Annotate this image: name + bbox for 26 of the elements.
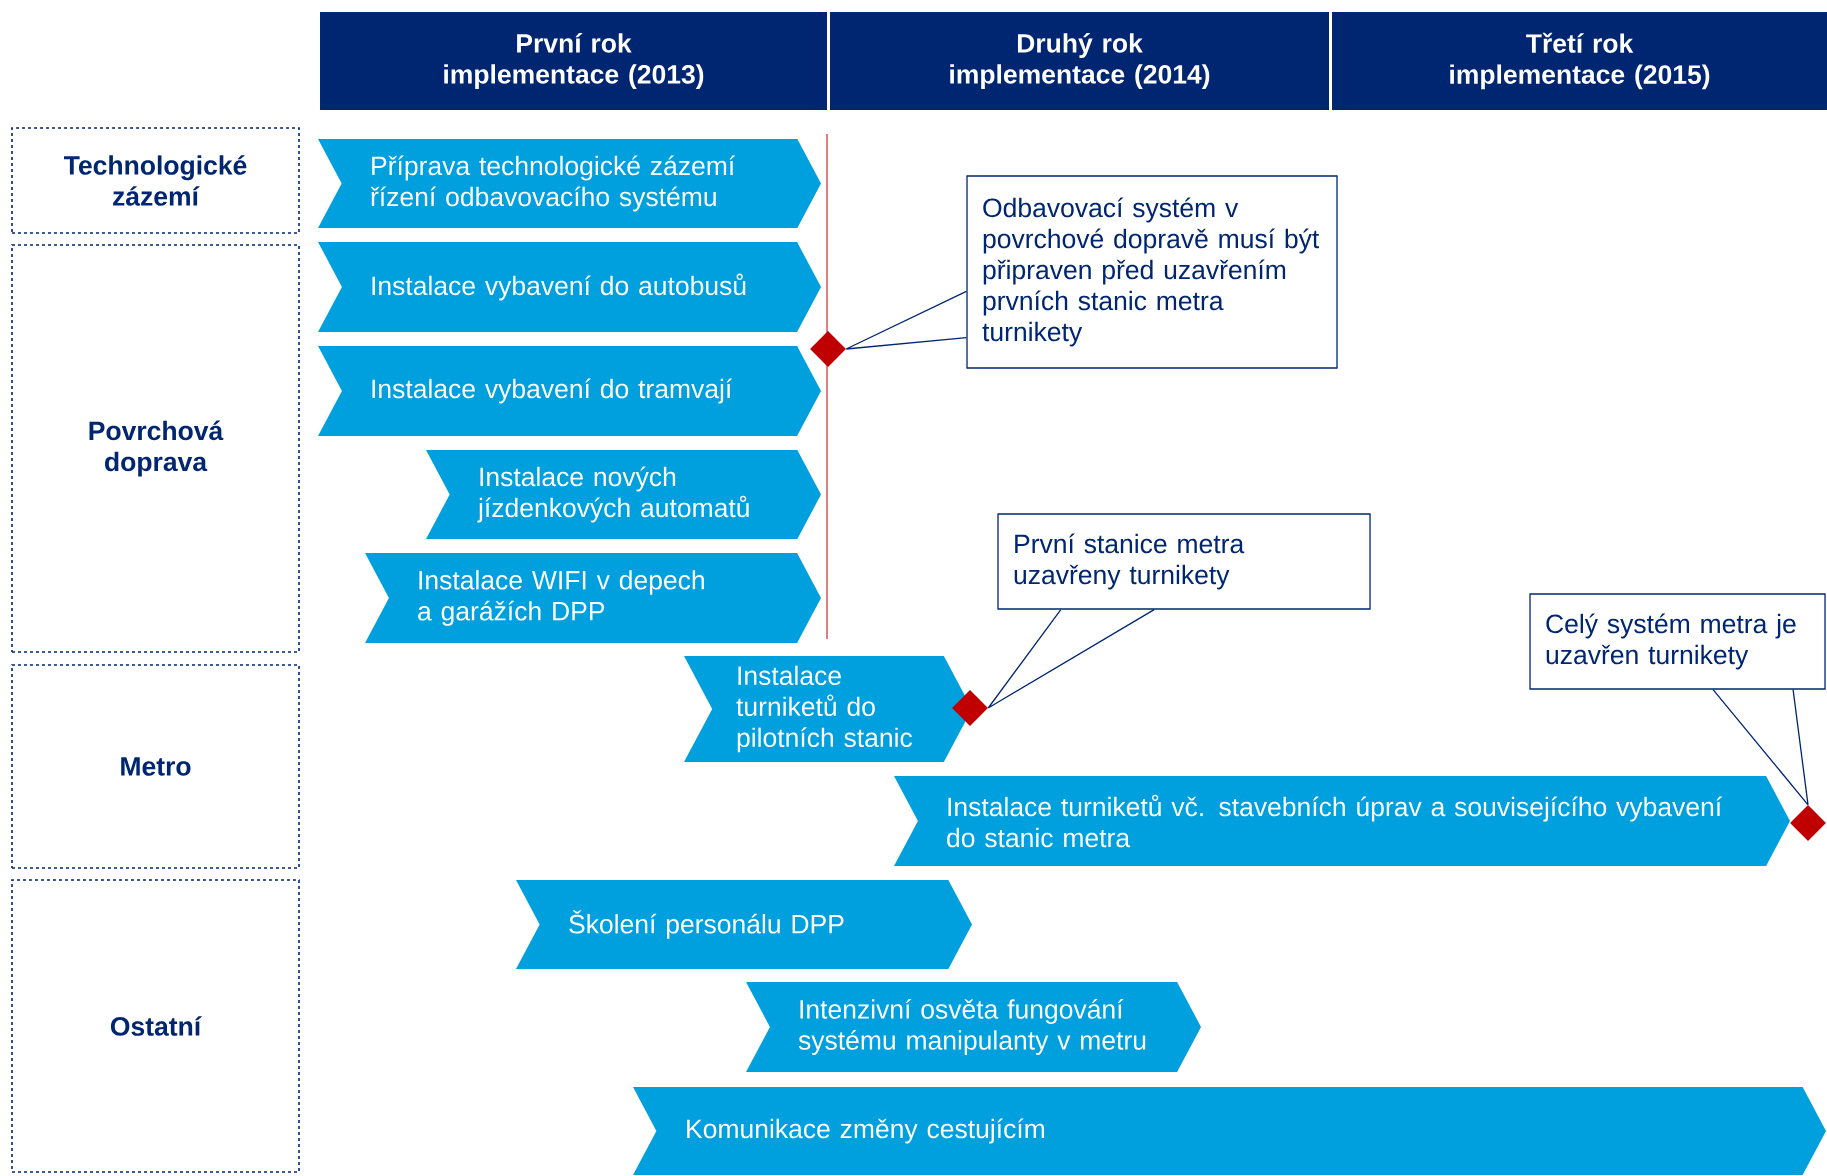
chevron-bar: Instalace turniketů do pilotních stanic — [684, 656, 972, 762]
chevron-bar: Komunikace změny cestujícím — [633, 1087, 1826, 1175]
category-box: Ostatní — [11, 879, 300, 1173]
chevron-bar: Instalace turniketů vč. stavebních úprav a souvisejícího vybavení do stanic metra — [894, 776, 1790, 866]
callout-box: První stanice metra uzavřeny turnikety — [997, 513, 1371, 610]
year-header: Druhý rok implementace (2014) — [830, 12, 1329, 110]
category-box: Technologické zázemí — [11, 127, 300, 234]
chevron-bar: Školení personálu DPP — [516, 880, 972, 969]
category-box: Metro — [11, 664, 300, 869]
chevron-bar: Instalace vybavení do tramvají — [318, 346, 821, 436]
chevron-bar: Instalace WIFI v depech a garážích DPP — [365, 553, 821, 643]
milestone-diamond — [952, 690, 988, 726]
milestone-diamond — [810, 331, 846, 367]
year-header: První rok implementace (2013) — [320, 12, 827, 110]
category-box: Povrchová doprava — [11, 244, 300, 653]
callout-pointer — [987, 609, 1155, 709]
chevron-bar: Instalace nových jízdenkových automatů — [426, 450, 821, 539]
callout-box: Celý systém metra je uzavřen turnikety — [1529, 593, 1826, 690]
callout-box: Odbavovací systém v povrchové dopravě musí být připraven před uzavřením prvních stanic metra turnikety — [966, 175, 1338, 369]
year-header: Třetí rok implementace (2015) — [1332, 12, 1827, 110]
chevron-bar: Intenzivní osvěta fungování systému manipulanty v metru — [746, 982, 1201, 1072]
milestone-diamond — [1790, 805, 1826, 841]
chevron-bar: Příprava technologické zázemí řízení odbavovacího systému — [318, 139, 821, 228]
callout-pointer — [1712, 689, 1809, 806]
callout-pointer — [845, 290, 967, 350]
chevron-bar: Instalace vybavení do autobusů — [318, 242, 821, 332]
